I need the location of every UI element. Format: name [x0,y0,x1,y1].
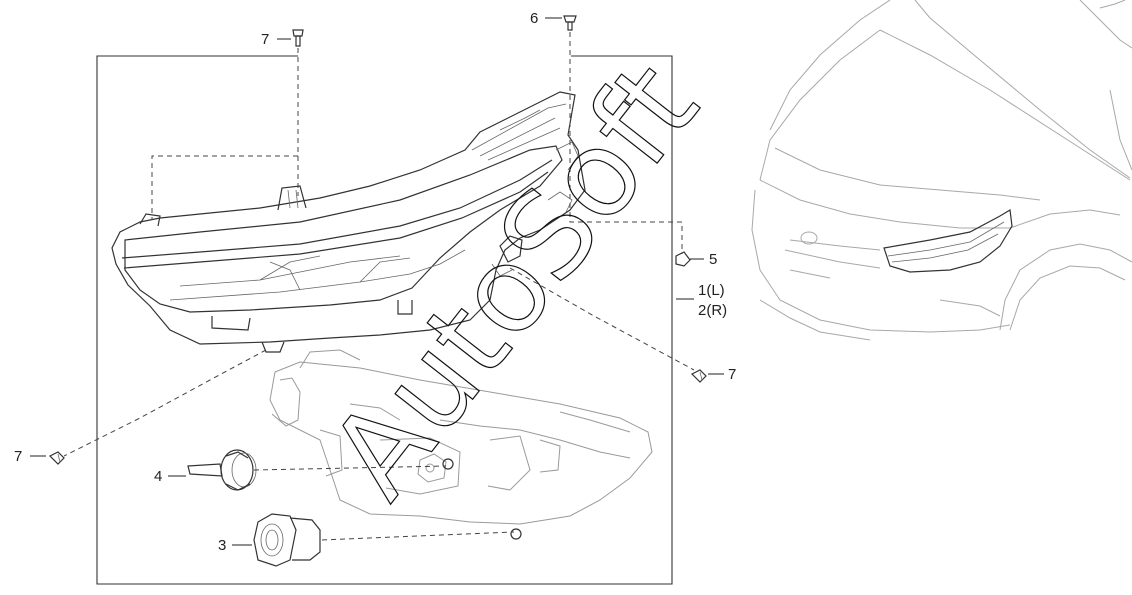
callout-1-left: 1(L) [698,282,725,299]
callout-2-right: 2(R) [698,302,727,319]
callout-7-top: 7 [261,31,269,48]
callout-leaders [30,17,724,546]
clip-5-icon [675,251,691,267]
callout-7-right: 7 [728,366,736,383]
callout-6: 6 [530,10,538,27]
assembly-lines [63,32,695,541]
screw-7-top-icon [292,29,304,47]
vehicle-location-view [751,0,1132,341]
headlamp-assembly [111,91,586,353]
headlamp-rear-housing [269,349,653,540]
bulb-socket [187,449,257,491]
watermark-text: AutoSoft [303,38,724,522]
callout-labels: 7 6 5 1(L) 2(R) 7 7 4 3 [14,10,736,554]
assembly-frame [96,55,673,585]
screw-6-icon [563,15,577,31]
screw-7-left-icon [48,451,65,465]
watermark-logo: AutoSoft [303,37,725,523]
callout-5: 5 [709,251,717,268]
screw-7-right-icon [690,369,707,383]
callout-7-left: 7 [14,448,22,465]
dust-cap [253,513,321,567]
callout-3: 3 [218,537,226,554]
callout-4: 4 [154,468,162,485]
